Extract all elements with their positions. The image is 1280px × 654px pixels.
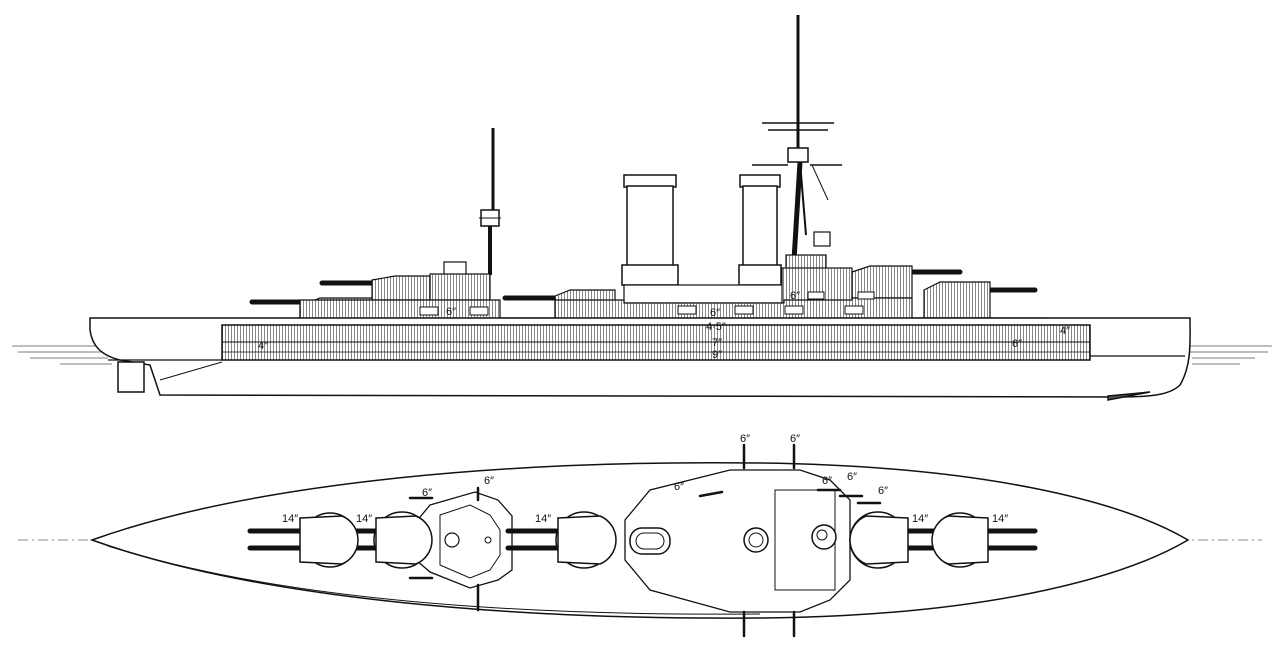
fore-mast xyxy=(479,128,501,275)
plan-view: 14″ 14″ 14″ 14″ 14″ 6″ 6″ 6″ 6″ 6″ 6″ 6″… xyxy=(18,433,1262,638)
label-casemate-fwd-b: 6″ xyxy=(484,475,494,487)
label-bow: 4″ xyxy=(258,340,268,352)
label-casemate-aft-c: 6″ xyxy=(878,485,888,497)
aft-funnel xyxy=(738,174,782,286)
label-casemate-mid-c: 6″ xyxy=(790,433,800,445)
label-casemate-fwd: 6″ xyxy=(446,306,456,318)
gun-barrels xyxy=(249,269,1038,305)
label-casemate-fwd-a: 6″ xyxy=(422,487,432,499)
hull-profile xyxy=(89,317,1191,401)
turrets-plan xyxy=(299,511,989,569)
label-casemate-mid-b: 6″ xyxy=(740,433,750,445)
label-turret-4: 14″ xyxy=(912,513,928,525)
superstructure xyxy=(429,231,853,305)
label-aft-belt: 6″ xyxy=(1012,338,1022,350)
label-stern: 4″ xyxy=(1060,325,1070,337)
label-casemate-aft-b: 6″ xyxy=(847,471,857,483)
label-upper-mid: 6″ xyxy=(710,307,720,319)
profile-view: 6″ 6″ 4·5″ 7″ 9″ 4″ 4″ 6″ 6″ xyxy=(12,15,1272,401)
label-battery: 4·5″ xyxy=(706,321,726,333)
main-mast xyxy=(752,15,842,261)
label-turret-5: 14″ xyxy=(992,513,1008,525)
label-belt-main: 7″ xyxy=(712,337,722,349)
central-superstructure-plan xyxy=(624,469,851,613)
casemate-ports xyxy=(419,291,875,316)
plan-labels: 14″ 14″ 14″ 14″ 14″ 6″ 6″ 6″ 6″ 6″ 6″ 6″… xyxy=(282,433,1008,525)
casemate-guns-plan xyxy=(408,443,882,638)
label-turret-1: 14″ xyxy=(282,513,298,525)
label-aft-upper: 6″ xyxy=(790,290,800,302)
label-casemate-mid-a: 6″ xyxy=(674,481,684,493)
label-turret-3: 14″ xyxy=(535,513,551,525)
armor-labels: 6″ 6″ 4·5″ 7″ 9″ 4″ 4″ 6″ 6″ xyxy=(258,290,1070,361)
label-turret-2: 14″ xyxy=(356,513,372,525)
label-belt-lower: 9″ xyxy=(712,349,722,361)
fore-funnel xyxy=(621,174,679,286)
label-casemate-aft-a: 6″ xyxy=(822,475,832,487)
